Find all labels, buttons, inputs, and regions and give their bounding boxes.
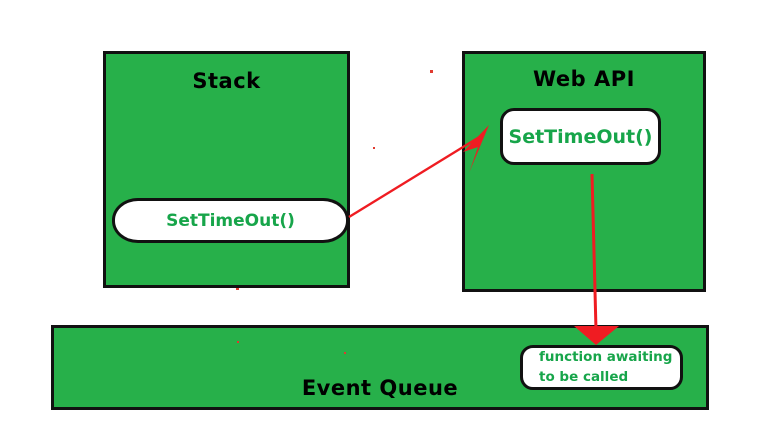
stack-panel: Stack [103, 51, 350, 288]
web-api-settimeout-box: SetTimeOut() [500, 108, 661, 165]
event-queue-panel-title: Event Queue [301, 376, 459, 400]
queued-callback-line-1: function awaiting [539, 348, 673, 365]
scan-speck [344, 352, 346, 354]
queued-callback-text: function awaiting to be called [539, 348, 672, 387]
stack-settimeout-label: SetTimeOut() [166, 210, 295, 231]
scan-speck [373, 147, 375, 149]
scan-speck [237, 341, 239, 343]
queued-callback-line-2: to be called [539, 368, 629, 385]
stack-settimeout-box: SetTimeOut() [112, 198, 349, 243]
web-api-panel-title: Web API [533, 67, 635, 91]
web-api-settimeout-label: SetTimeOut() [508, 125, 653, 148]
scan-speck [236, 288, 239, 290]
queued-callback-box: function awaiting to be called [520, 345, 683, 390]
stack-panel-title: Stack [192, 69, 261, 93]
scan-speck [430, 70, 433, 73]
web-api-panel: Web API [462, 51, 706, 292]
